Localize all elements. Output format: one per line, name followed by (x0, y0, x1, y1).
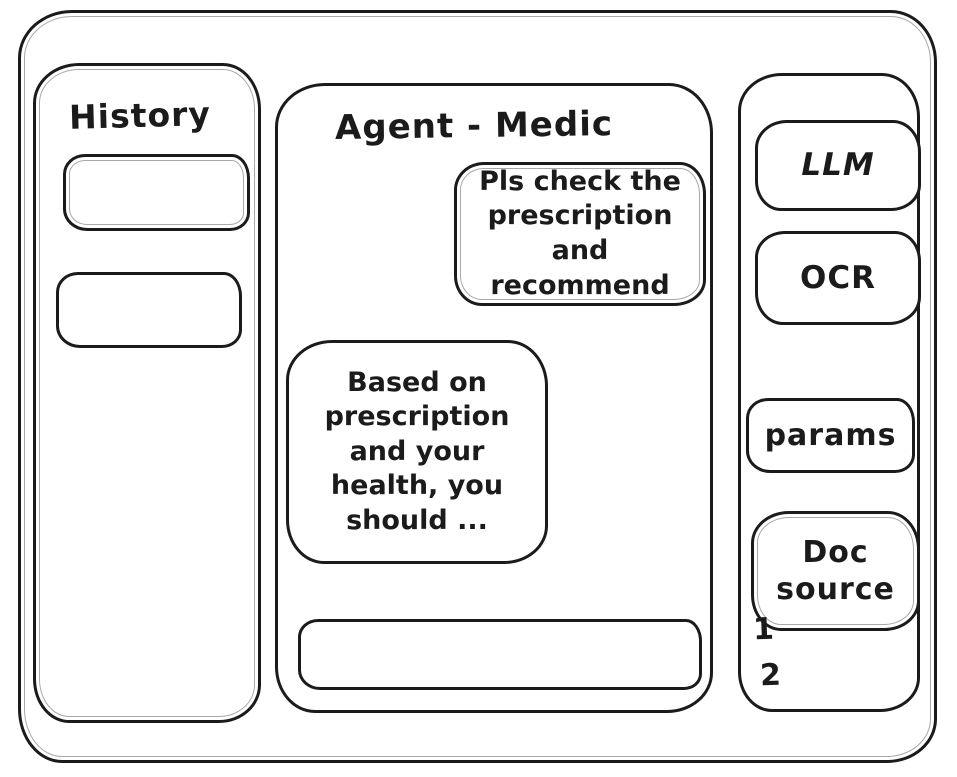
agent-message-bubble: Based on prescription and your health, y… (286, 340, 548, 564)
chat-panel: Agent - Medic Pls check the prescription… (275, 83, 713, 713)
user-message-bubble: Pls check the prescription and recommend (454, 162, 706, 306)
params-button[interactable]: params (746, 398, 915, 473)
tools-panel: LLM OCR params Doc source (738, 73, 921, 712)
message-input[interactable] (298, 619, 702, 690)
doc-source-button[interactable]: Doc source (751, 511, 920, 631)
history-panel-title: History (68, 94, 212, 137)
chat-panel-title: Agent - Medic (334, 104, 614, 148)
llm-button[interactable]: LLM (755, 120, 921, 211)
history-item[interactable] (56, 272, 242, 348)
history-panel: History (33, 63, 261, 723)
history-item[interactable] (63, 154, 250, 231)
ocr-button[interactable]: OCR (755, 231, 921, 325)
footnote-marker-2: 2 (759, 657, 782, 694)
footnote-marker-1: 1 (752, 611, 775, 648)
